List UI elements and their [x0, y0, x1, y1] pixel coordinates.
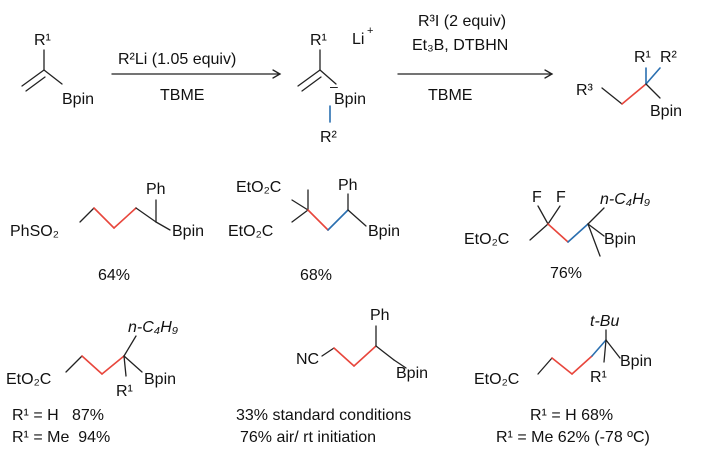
p5-line2: 76% air/ rt initiation	[240, 429, 376, 446]
p6-line1: R¹ = H 68%	[530, 407, 613, 424]
p1-bpin: Bpin	[172, 223, 204, 240]
ate-bpin: Bpin	[334, 91, 366, 108]
p4-ester: EtO₂C	[6, 371, 51, 388]
reagent-2-line3: TBME	[428, 87, 472, 104]
prod-r1: R¹	[634, 49, 651, 66]
ate-plus: +	[367, 25, 373, 37]
p4-r1: R¹	[116, 383, 133, 400]
p5-ph: Ph	[370, 307, 390, 324]
p3-ester: EtO₂C	[464, 231, 509, 248]
p1-left: PhSO₂	[10, 223, 59, 240]
ate-complex: R¹ Li + – Bpin R²	[297, 25, 373, 146]
p3-f2: F	[556, 189, 566, 206]
p4-line1: R¹ = H 87%	[12, 407, 104, 424]
p1-ph: Ph	[146, 181, 166, 198]
prod-r2: R²	[660, 49, 678, 66]
p4-bpin: Bpin	[144, 371, 176, 388]
ate-r1: R¹	[310, 32, 327, 49]
ate-r2: R²	[320, 129, 338, 146]
ate-li: Li	[352, 31, 364, 48]
product-4: n-C₄H₉ EtO₂C R¹ Bpin R¹ = H 87% R¹ = Me …	[6, 319, 178, 446]
prod-r3: R³	[576, 82, 594, 99]
product-5: Ph NC Bpin 33% standard conditions 76% a…	[236, 307, 428, 446]
p3-alkyl: n-C₄H₉	[600, 191, 650, 208]
sm-bpin: Bpin	[62, 91, 94, 108]
p6-ester: EtO₂C	[474, 371, 519, 388]
p6-alkyl: t-Bu	[590, 313, 619, 330]
arrow-1: R²Li (1.05 equiv) TBME	[111, 51, 282, 104]
p2-bpin: Bpin	[368, 223, 400, 240]
reagent-2-line2: Et₃B, DTBHN	[412, 37, 508, 54]
p2-ester1: EtO₂C	[236, 179, 281, 196]
starting-material: R¹ Bpin	[21, 32, 94, 108]
p5-nitrile: NC	[296, 351, 319, 368]
p5-bpin: Bpin	[396, 365, 428, 382]
p3-yield: 76%	[550, 265, 582, 282]
p2-yield: 68%	[300, 267, 332, 284]
product-3: F F n-C₄H₉ EtO₂C Bpin 76%	[464, 189, 650, 282]
p3-f1: F	[532, 189, 542, 206]
p4-line2: R¹ = Me 94%	[12, 429, 110, 446]
product-1: Ph PhSO₂ Bpin 64%	[10, 181, 204, 284]
p1-yield: 64%	[98, 267, 130, 284]
reagent-1-line1: R²Li (1.05 equiv)	[118, 51, 236, 68]
sm-r1: R¹	[34, 32, 51, 49]
p3-bpin: Bpin	[604, 231, 636, 248]
general-product: R³ R¹ R² Bpin	[576, 49, 682, 120]
p6-bpin: Bpin	[620, 353, 652, 370]
ate-minus: –	[330, 78, 338, 94]
p2-ester2: EtO₂C	[228, 223, 273, 240]
product-6: t-Bu EtO₂C R¹ Bpin R¹ = H 68% R¹ = Me 62…	[474, 313, 652, 446]
p6-line2: R¹ = Me 62% (-78 ºC)	[496, 429, 650, 446]
p2-ph: Ph	[338, 177, 358, 194]
reagent-2-line1: R³I (2 equiv)	[418, 13, 506, 30]
p4-alkyl: n-C₄H₉	[128, 319, 178, 336]
p5-line1: 33% standard conditions	[236, 407, 411, 424]
product-2: EtO₂C EtO₂C Ph Bpin 68%	[228, 177, 400, 284]
prod-bpin: Bpin	[650, 103, 682, 120]
arrow-2: R³I (2 equiv) Et₃B, DTBHN TBME	[397, 13, 554, 104]
reagent-1-line2: TBME	[160, 87, 204, 104]
p6-r1: R¹	[590, 369, 607, 386]
